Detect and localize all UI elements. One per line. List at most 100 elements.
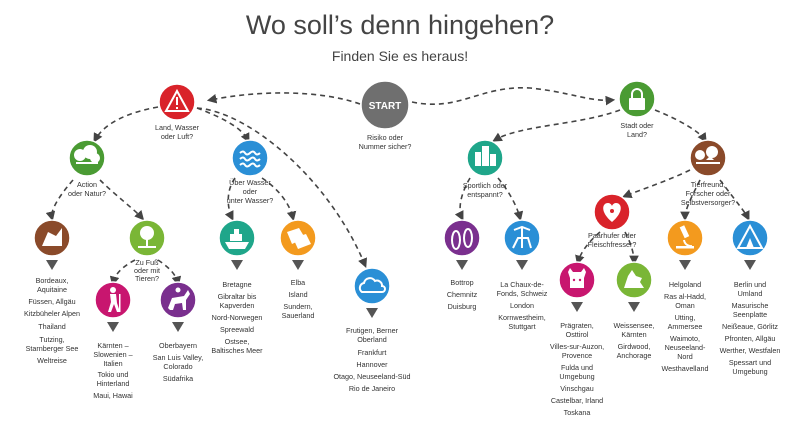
- connector-blue-orange: [261, 177, 297, 222]
- dest-microscope-1: Ras al-Hadd,: [664, 292, 706, 301]
- leaf-wolf[interactable]: Weissensee, Kärnten Girdwood, Anchorage: [613, 261, 655, 360]
- dest-wolf-3: Anchorage: [617, 351, 652, 360]
- leaf-horse[interactable]: Oberbayern San Luis Valley, Colorado Süd…: [153, 281, 203, 383]
- dest-hiking-5: Maui, Hawai: [93, 391, 133, 400]
- animal-lover-q1: Tierfreund,: [691, 180, 726, 189]
- dest-boat-0: Bretagne: [222, 280, 251, 289]
- dest-tent-4: Neißeaue, Görlitz: [722, 322, 778, 331]
- page-subtitle: Finden Sie es heraus!: [331, 48, 469, 64]
- connector-heart-cow: [575, 231, 601, 266]
- cloud-icon: [358, 277, 386, 293]
- connector-city-blue: [497, 177, 524, 222]
- dest-cloud-3: Hannover: [356, 360, 388, 369]
- dest-cloud-5: Rio de Janeiro: [349, 384, 395, 393]
- hoofed-carnivore-node[interactable]: Paarhufer oder Fleischfresser?: [588, 193, 637, 249]
- boat-icon: [225, 229, 249, 249]
- leaf-beach[interactable]: La Chaux-de- Fonds, Schweiz London Kornw…: [497, 219, 548, 331]
- animal-lover-q3: Selbstversorger?: [681, 198, 735, 207]
- land-water-air-q2: oder Luft?: [161, 132, 193, 141]
- foot-animals-node[interactable]: Zu Fuß oder mit Tieren?: [128, 219, 166, 283]
- foot-animals-q2: oder mit: [134, 266, 160, 275]
- dest-boat-5: Ostsee,: [225, 337, 250, 346]
- dest-hiking-4: Hinterland: [97, 379, 130, 388]
- warning-icon: [164, 88, 190, 112]
- tent-icon: [736, 223, 764, 249]
- farm-icon: [695, 146, 720, 164]
- dest-action-4: Thailand: [38, 322, 66, 331]
- dest-cow-6: Vinschgau: [560, 384, 593, 393]
- hoofed-carnivore-q2: Fleischfresser?: [588, 240, 637, 249]
- action-nature-q2: oder Natur?: [68, 189, 106, 198]
- dest-wolf-1: Kärnten: [621, 330, 646, 339]
- dest-tent-1: Umland: [738, 289, 763, 298]
- connector-farm-orange: [680, 179, 701, 222]
- connector-lock-farm: [654, 109, 707, 143]
- leaf-cloud[interactable]: Frutigen, Berner Oberland Frankfurt Hann…: [333, 267, 411, 393]
- leaf-tent[interactable]: Berlin und Umland Masurische Seenplatte …: [720, 219, 781, 376]
- page-title: Wo soll’s denn hingehen?: [245, 10, 555, 40]
- dest-horse-0: Oberbayern: [159, 341, 197, 350]
- dest-tent-7: Spessart und: [729, 358, 771, 367]
- dest-hiking-2: Italien: [103, 359, 122, 368]
- dest-wolf-2: Girdwood,: [618, 342, 651, 351]
- leaf-diving[interactable]: Elba Island Sundern, Sauerland: [279, 219, 317, 320]
- dest-cow-8: Toskana: [564, 408, 591, 417]
- dest-microscope-6: Neuseeland-: [665, 343, 706, 352]
- animal-lover-node[interactable]: Tierfreund, Forscher oder Selbstversorge…: [681, 139, 735, 207]
- leaf-boat[interactable]: Bretagne Gibraltar bis Kapverden Nord-No…: [211, 219, 263, 355]
- lock-icon: [629, 88, 645, 110]
- dest-sandals-0: Bottrop: [450, 278, 473, 287]
- land-water-air-node[interactable]: Land, Wasser oder Luft?: [155, 83, 200, 141]
- leaf-microscope[interactable]: Helgoland Ras al-Hadd, Oman Utting, Amme…: [661, 219, 709, 373]
- waves-icon: [239, 150, 261, 168]
- city-icon: [475, 146, 496, 166]
- connector-heart-wolf: [624, 231, 639, 266]
- water-underwater-node[interactable]: Über Wasser oder unter Wasser?: [227, 139, 273, 205]
- dest-cow-7: Castelbar, Irland: [551, 396, 603, 405]
- connector-red-cloud: [196, 107, 367, 268]
- hoofed-carnivore-q1: Paarhufer oder: [588, 231, 637, 240]
- dest-diving-2: Sundern,: [283, 302, 312, 311]
- horse-icon: [168, 287, 190, 310]
- water-underwater-q3: unter Wasser?: [227, 196, 273, 205]
- connector-red-blue: [196, 107, 250, 143]
- leaf-action[interactable]: Bordeaux, Aquitaine Füssen, Allgäu Kitzb…: [24, 219, 80, 365]
- tree-icon: [74, 145, 100, 164]
- connector-start-right: [411, 87, 616, 106]
- leaf-cow[interactable]: Prägraten, Osttirol Villes-sur-Auzon, Pr…: [550, 261, 604, 417]
- dest-cow-5: Umgebung: [559, 372, 594, 381]
- dest-diving-0: Elba: [291, 278, 305, 287]
- start-label: START: [369, 101, 402, 112]
- connector-farm-tent: [719, 179, 750, 221]
- start-node[interactable]: START Risiko oder Nummer sicher?: [359, 80, 412, 151]
- fins-icon: [287, 228, 311, 249]
- dest-diving-1: Island: [288, 290, 307, 299]
- dest-tent-5: Pfronten, Allgäu: [725, 334, 776, 343]
- dest-hiking-0: Kärnten –: [97, 341, 128, 350]
- dest-tent-8: Umgebung: [732, 367, 767, 376]
- leaf-sandals[interactable]: Bottrop Chemnitz Duisburg: [443, 219, 481, 311]
- dest-beach-4: Stuttgart: [508, 322, 535, 331]
- wolf-icon: [624, 270, 644, 288]
- sporty-relaxed-node[interactable]: Sportlich oder entspannt?: [463, 139, 508, 199]
- foot-animals-q1: Zu Fuß: [135, 258, 159, 267]
- dest-cow-1: Osttirol: [566, 330, 589, 339]
- dest-sandals-1: Chemnitz: [447, 290, 478, 299]
- water-underwater-q1: Über Wasser: [229, 178, 271, 187]
- city-country-node[interactable]: Stadt oder Land?: [618, 80, 656, 139]
- dest-action-6: Starnberger See: [26, 344, 79, 353]
- dest-wolf-0: Weissensee,: [613, 321, 654, 330]
- dest-hiking-3: Tokio und: [98, 370, 129, 379]
- dest-microscope-8: Westhavelland: [661, 364, 708, 373]
- connector-blue-teal: [224, 177, 236, 221]
- dest-horse-1: San Luis Valley,: [153, 353, 203, 362]
- climbing-icon: [42, 228, 62, 246]
- dest-cloud-0: Frutigen, Berner: [346, 326, 399, 335]
- dest-horse-3: Südafrika: [163, 374, 193, 383]
- heart-paw-icon: [603, 203, 621, 222]
- leaf-hiking[interactable]: Kärnten – Slowenien – Italien Tokio und …: [93, 281, 133, 400]
- sporty-relaxed-q2: entspannt?: [467, 190, 503, 199]
- action-nature-node[interactable]: Action oder Natur?: [68, 139, 106, 198]
- dest-cow-0: Prägraten,: [560, 321, 594, 330]
